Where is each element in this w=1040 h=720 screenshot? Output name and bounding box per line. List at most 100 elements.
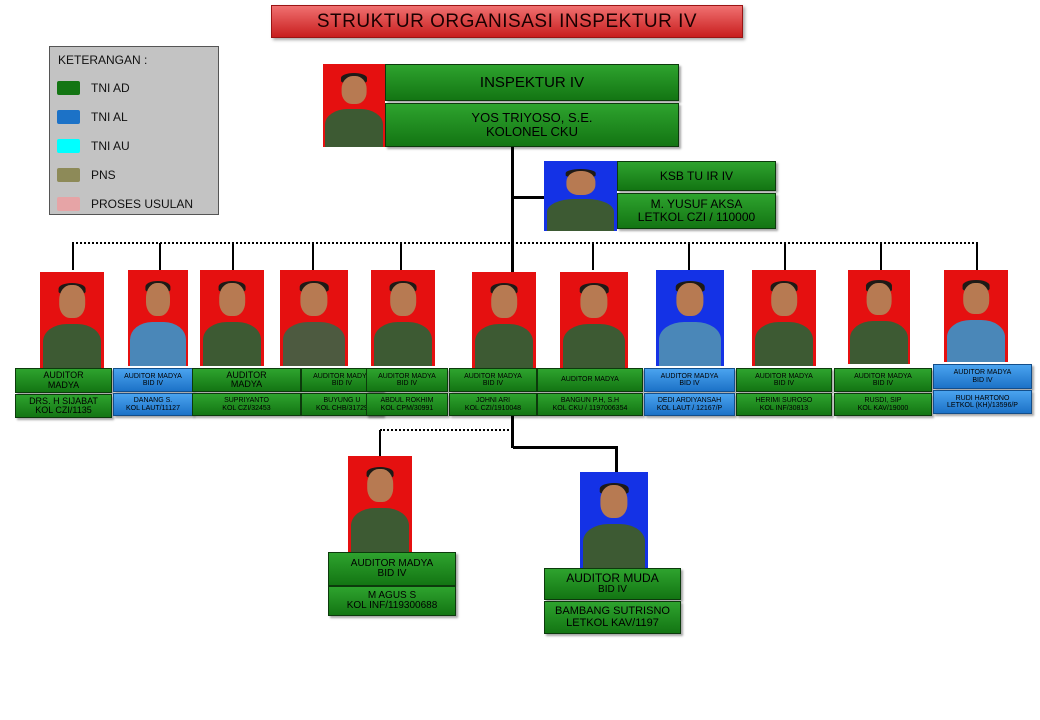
chart-title: STRUKTUR ORGANISASI INSPEKTUR IV (271, 5, 743, 38)
inspektur-rank: KOLONEL CKU (486, 124, 578, 139)
legend-label: TNI AD (91, 81, 130, 95)
auditor-name: HERIMI SUROSO (755, 397, 813, 405)
auditor-rank: LETKOL (KH)/13596/P (947, 402, 1018, 409)
auditor-position: AUDITOR MADYA (660, 372, 719, 380)
auditor-rank: KOL CKU / 1197006354 (552, 404, 628, 412)
auditor-position: AUDITOR MADYA (378, 372, 436, 380)
lower-position-box: AUDITOR MUDA BID IV (544, 568, 681, 600)
auditor-rank: KOL LAUT/11127 (126, 404, 180, 412)
auditor-rank: KOL INF/30813 (759, 404, 809, 412)
auditor-position: AUDITOR MADYA (124, 372, 182, 380)
auditor-sub: BID IV (396, 380, 418, 387)
inspektur-name-box: YOS TRIYOSO, S.E. KOLONEL CKU (385, 103, 679, 147)
auditor-photo (200, 270, 264, 366)
legend-item-pns: PNS (57, 167, 116, 183)
auditor-photo (371, 270, 435, 366)
legend-item-tni-al: TNI AL (57, 109, 128, 125)
connector-auditor-drop (880, 243, 882, 270)
auditor-sub: MADYA (47, 379, 80, 390)
legend-swatch (57, 197, 80, 211)
auditor-name: BUYUNG U (323, 397, 361, 405)
inspektur-name: YOS TRIYOSO, S.E. (471, 110, 593, 126)
legend-swatch (57, 168, 80, 182)
auditor-sub: BID IV (331, 380, 353, 387)
lower-photo (348, 456, 412, 552)
inspektur-photo (323, 64, 385, 147)
legend-swatch (57, 110, 80, 124)
inspektur-position-box: INSPEKTUR IV (385, 64, 679, 101)
auditor-name: DEDI ARDIYANSAH (657, 397, 722, 405)
legend-label: TNI AU (91, 139, 130, 153)
connector-auditor-drop (592, 243, 594, 270)
auditor-name: DRS. H SIJABAT (29, 395, 98, 406)
legend: KETERANGAN : TNI AD TNI AL TNI AU PNS PR… (49, 46, 219, 215)
lower-name: BAMBANG SUTRISNO (555, 604, 670, 617)
auditor-name: DANANG S. (133, 397, 173, 405)
connector-auditor-drop (159, 243, 161, 270)
legend-swatch (57, 81, 80, 95)
auditor-photo (656, 270, 724, 366)
auditor-name: SUPRIYANTO (224, 397, 269, 405)
auditor-name: RUDI HARTONO (955, 394, 1010, 402)
connector-auditor-drop (72, 243, 74, 270)
auditor-photo (560, 272, 628, 368)
auditor-photo (128, 270, 188, 366)
auditor-photo (752, 270, 816, 366)
auditor-rank: KOL LAUT / 12167/P (656, 404, 723, 412)
auditor-position: AUDITOR MADYA (464, 372, 522, 380)
auditor-photo (472, 272, 536, 368)
auditor-rank: KOL CZI/1910048 (464, 404, 522, 412)
auditor-name-box: DANANG S.KOL LAUT/11127 (113, 393, 193, 416)
lower-position-box: AUDITOR MADYA BID IV (328, 552, 456, 586)
lower-rank: LETKOL KAV/1197 (566, 616, 659, 629)
ksbtu-position-box: KSB TU IR IV (617, 161, 776, 191)
connector-auditor-drop (976, 243, 978, 270)
ksbtu-name-box: M. YUSUF AKSA LETKOL CZI / 110000 (617, 193, 776, 229)
auditor-sub: BID IV (773, 380, 795, 387)
lower-position: AUDITOR MUDA (566, 571, 659, 586)
auditor-position: AUDITOR MADYA (953, 369, 1012, 377)
lower-sub: BID IV (598, 584, 627, 596)
auditor-sub: BID IV (679, 380, 700, 387)
lower-rank: KOL INF/119300688 (346, 600, 438, 611)
lower-name-box: BAMBANG SUTRISNO LETKOL KAV/1197 (544, 601, 681, 634)
connector-ksbtu (513, 196, 545, 199)
ksbtu-name: M. YUSUF AKSA (650, 197, 743, 212)
connector-lower-vertical (511, 416, 514, 448)
connector-auditor-drop (232, 243, 234, 270)
legend-swatch (57, 139, 80, 153)
lower-position: AUDITOR MADYA (350, 557, 434, 569)
auditor-position-box: AUDITOR MADYA (537, 368, 643, 392)
ksbtu-position: KSB TU IR IV (659, 168, 734, 183)
auditor-position: AUDITOR (43, 370, 84, 381)
auditor-name: ABDUL ROKHIM (380, 397, 434, 405)
auditor-sub: MADYA (230, 379, 263, 389)
connector-lower-right (513, 446, 617, 449)
ksbtu-photo (544, 161, 617, 231)
legend-item-proses-usulan: PROSES USULAN (57, 196, 193, 212)
connector-lower-left-drop (379, 430, 381, 456)
auditor-position: AUDITOR MADYA (561, 376, 619, 384)
connector-auditor-drop (784, 243, 786, 270)
auditor-sub: BID IV (142, 380, 164, 387)
auditor-photo (944, 270, 1008, 362)
auditor-photo (848, 270, 910, 364)
connector-auditor-drop (312, 243, 314, 270)
legend-label: PNS (91, 168, 116, 182)
